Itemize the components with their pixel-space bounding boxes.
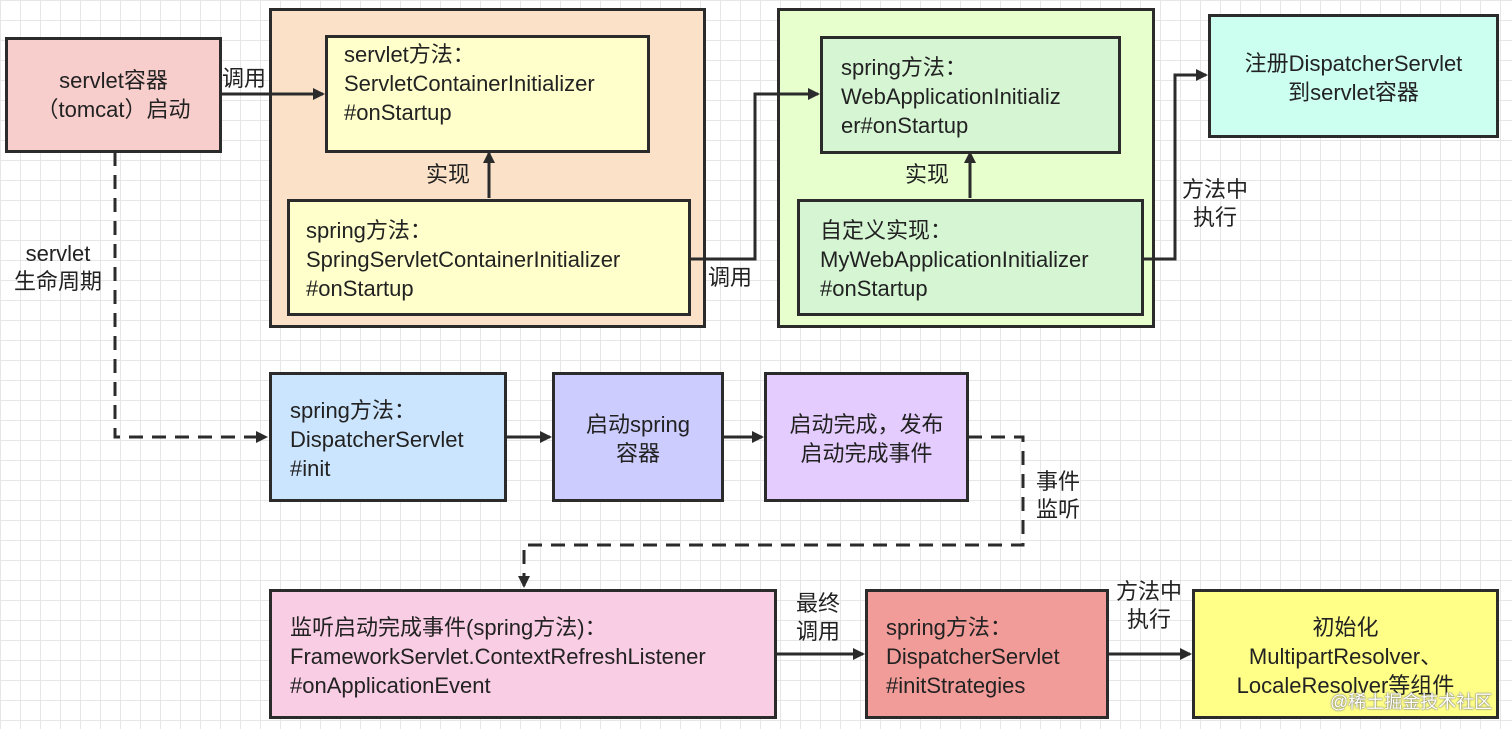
label-exec-in-method-2: 方法中 执行 [1116,579,1183,632]
spring-servlet-container-initializer-box: spring方法： SpringServletContainerInitiali… [287,199,691,316]
label-exec-in-method-1: 方法中 执行 [1182,177,1249,230]
init-strategies-box: spring方法： DispatcherServlet #initStrateg… [865,589,1109,719]
web-application-initializer-box: spring方法： WebApplicationInitializ er#onS… [820,36,1121,154]
watermark-text: @稀土掘金技术社区 [1330,692,1493,712]
start-spring-container-box: 启动spring 容器 [552,372,724,502]
label-implement-1: 实现 [426,162,471,187]
label-implement-2: 实现 [905,162,950,187]
servlet-container-initializer-box: servlet方法： ServletContainerInitializer #… [325,35,650,153]
tomcat-start-box: servlet容器 （tomcat）启动 [5,37,222,153]
label-servlet-lifecycle: servlet 生命周期 [14,241,103,294]
label-final-call: 最终 调用 [796,591,841,644]
publish-started-event-box: 启动完成，发布 启动完成事件 [764,372,969,502]
label-call-2: 调用 [708,265,753,290]
context-refresh-listener-box: 监听启动完成事件(spring方法)： FrameworkServlet.Con… [269,589,777,719]
label-event-listen: 事件 监听 [1036,469,1081,522]
label-call-1: 调用 [222,66,267,91]
init-components-box: 初始化 MultipartResolver、 LocaleResolver等组件 [1192,589,1499,719]
arrow-my-wai-to-register [1144,69,1208,261]
my-web-application-initializer-box: 自定义实现： MyWebApplicationInitializer #onSt… [797,199,1144,316]
arrow-spring-sci-to-wai [690,88,820,261]
dispatcher-servlet-init-box: spring方法： DispatcherServlet #init [269,372,507,502]
register-dispatcher-servlet-box: 注册DispatcherServlet 到servlet容器 [1208,14,1499,138]
arrow-publish-to-listener-dashed [518,435,1025,588]
arrow-lifecycle-dashed [113,152,268,443]
